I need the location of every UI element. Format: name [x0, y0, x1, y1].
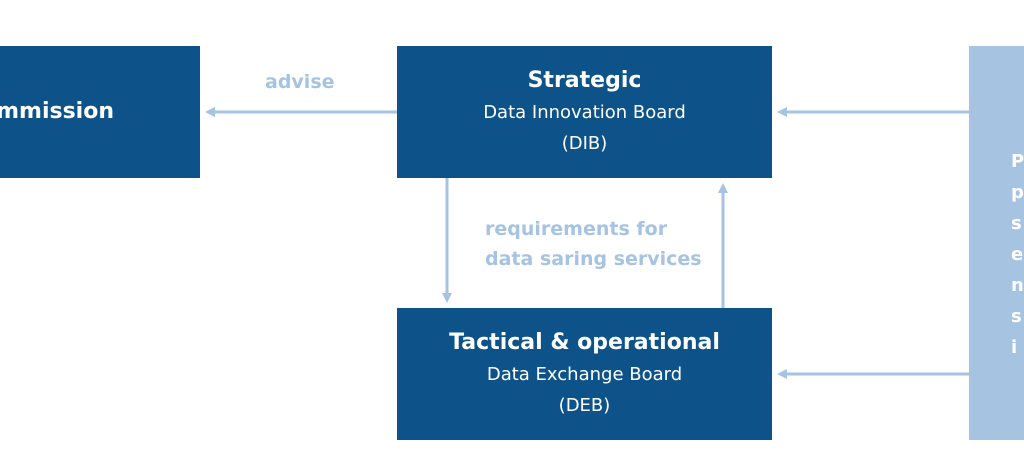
- advise-label: advise: [265, 71, 335, 93]
- right-panel-line: i: [1011, 337, 1018, 358]
- deb-abbr: (DEB): [558, 395, 611, 416]
- dib-name: Data Innovation Board: [483, 102, 686, 123]
- dib-title: Strategic: [527, 68, 642, 93]
- right-panel-line: s: [1011, 306, 1022, 327]
- right-panel-line: s: [1011, 213, 1022, 234]
- requirements-label-line-1: requirements for: [485, 218, 668, 240]
- right-panel-line: e: [1011, 244, 1024, 265]
- right-panel-line: n: [1011, 275, 1024, 296]
- commission-box: mmission: [0, 46, 200, 178]
- requirements-label-line-2: data saring services: [485, 248, 702, 270]
- commission-title: mmission: [0, 99, 114, 124]
- dib-abbr: (DIB): [561, 133, 608, 154]
- right-panel-line: P: [1011, 151, 1024, 172]
- deb-title: Tactical & operational: [449, 330, 720, 355]
- dib-box: Strategic Data Innovation Board (DIB): [397, 46, 772, 178]
- right-panel-line: p: [1011, 182, 1024, 203]
- requirements-label: requirements for data saring services: [485, 214, 702, 274]
- deb-name: Data Exchange Board: [486, 364, 683, 385]
- deb-box: Tactical & operational Data Exchange Boa…: [397, 308, 772, 440]
- right-panel: P p s e n s i: [969, 46, 1024, 440]
